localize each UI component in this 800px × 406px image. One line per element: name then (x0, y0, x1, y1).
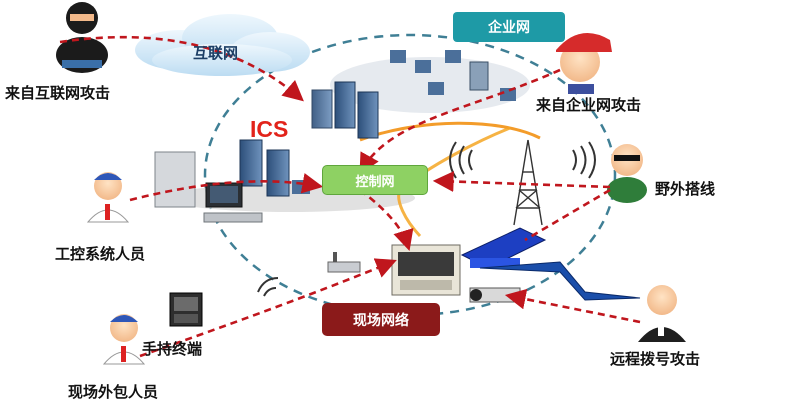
radio-tower-icon (513, 139, 543, 226)
attack-path-field-wiring-2 (524, 188, 611, 242)
wireless-waves-icon (257, 141, 596, 297)
handheld-terminal-icon (169, 292, 203, 327)
attack-path-enterprise (359, 68, 561, 175)
field-wiring-label: 野外搭线 (655, 180, 716, 198)
control-network-label: 控制网 (322, 165, 428, 195)
plc-cabinet-icon (391, 244, 461, 296)
outsourced-staff-label: 现场外包人员 (68, 383, 159, 401)
field-wiring-attacker-avatar (607, 144, 647, 203)
internet-label: 互联网 (193, 44, 239, 62)
router-icon (327, 252, 361, 273)
attack-paths (59, 35, 641, 358)
attack-path-ics-staff (129, 173, 324, 202)
enterprise-pcs-icon (390, 50, 516, 101)
attack-path-dialup (504, 288, 641, 324)
enterprise-network-label: 企业网 (453, 12, 565, 42)
enterprise-attacker-avatar (556, 32, 612, 94)
enterprise-attack-label: 来自企业网攻击 (536, 96, 642, 114)
ics-staff-label: 工控系统人员 (55, 245, 146, 263)
dialup-attacker-avatar (638, 285, 686, 342)
attack-path-field-wiring (432, 171, 611, 192)
field-network-label: 现场网络 (322, 303, 440, 336)
enterprise-servers-icon (311, 81, 379, 139)
switch-icon (460, 227, 547, 269)
ics-servers-icon (154, 139, 310, 223)
internet-attack-label: 来自互联网攻击 (5, 84, 111, 102)
ics-staff-avatar (86, 172, 130, 223)
lightning-bolt-icon (479, 261, 641, 301)
camera-icon (469, 287, 521, 303)
enterprise-link (359, 121, 541, 142)
outsourced-staff-avatar (102, 314, 146, 365)
dialup-attack-label: 远程拨号攻击 (610, 350, 701, 368)
attack-path-internet (59, 35, 304, 102)
hacker-avatar (56, 2, 108, 73)
attack-path-outsourced (139, 258, 397, 358)
ics-label: ICS (250, 116, 289, 142)
handheld-terminal-label: 手持终端 (142, 340, 203, 358)
